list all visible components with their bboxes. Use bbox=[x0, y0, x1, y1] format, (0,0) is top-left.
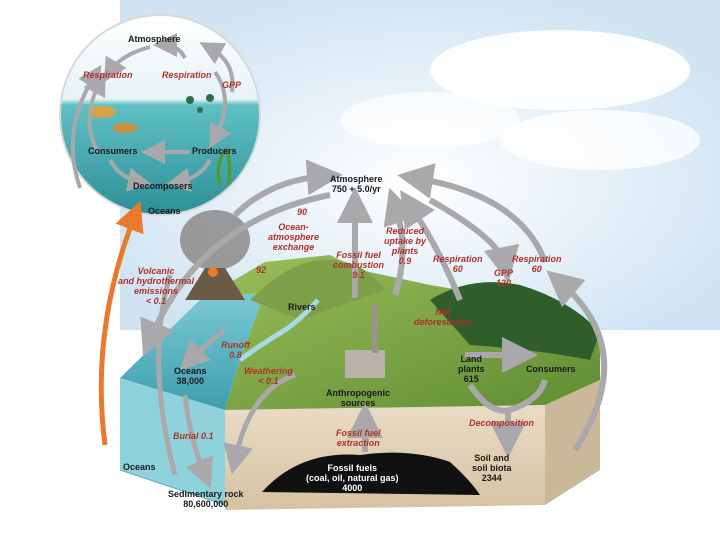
decomposition-label: Decomposition bbox=[469, 418, 534, 428]
reduced-uptake-label: Reduced uptake by plants 0.9 bbox=[384, 226, 426, 266]
anthropogenic-sources-label: Anthropogenic sources bbox=[326, 388, 390, 408]
cloud bbox=[500, 110, 700, 170]
cloud bbox=[340, 92, 520, 148]
inset-consumers-label: Consumers bbox=[88, 146, 138, 156]
burial-label: Burial 0.1 bbox=[173, 431, 214, 441]
oceans-side-label: Oceans bbox=[123, 462, 156, 472]
inset-respiration-label: Respiration bbox=[83, 70, 133, 80]
volcano-lava bbox=[208, 267, 218, 277]
inset-producers-label: Producers bbox=[192, 146, 237, 156]
ocean-release-value: 92 bbox=[256, 265, 266, 275]
ocean-atmosphere-exchange-label: Ocean- atmosphere exchange bbox=[268, 222, 319, 252]
inset-respiration-label: Respiration bbox=[162, 70, 212, 80]
volcano-plume bbox=[180, 210, 250, 270]
fossil-fuel-combustion-label: Fossil fuel combustion 9.1 bbox=[333, 250, 384, 280]
plant-respiration-label: Respiration 60 bbox=[433, 254, 483, 274]
runoff-label: Runoff 0.8 bbox=[221, 340, 250, 360]
consumers-label: Consumers bbox=[526, 364, 576, 374]
plankton bbox=[197, 107, 203, 113]
smokestack bbox=[372, 305, 378, 353]
atmosphere-label: Atmosphere 750 + 5.0/yr bbox=[330, 174, 383, 194]
land-plants-label: Land plants 615 bbox=[458, 354, 485, 384]
plankton bbox=[206, 94, 214, 102]
weathering-label: Weathering < 0.1 bbox=[244, 366, 293, 386]
rivers-label: Rivers bbox=[288, 302, 316, 312]
oceans-store-label: Oceans 38,000 bbox=[174, 366, 207, 386]
volcanic-emissions-label: Volcanic and hydrothermal emissions < 0.… bbox=[118, 266, 194, 306]
ocean-uptake-value: 90 bbox=[297, 207, 307, 217]
inset-oceans-label: Oceans bbox=[148, 206, 181, 216]
sedimentary-rock-label: Sedimentary rock 80,600,000 bbox=[168, 489, 244, 509]
fossil-fuel-extraction-label: Fossil fuel extraction bbox=[336, 428, 381, 448]
soil-biota-label: Soil and soil biota 2344 bbox=[472, 453, 512, 483]
inset-decomposers-label: Decomposers bbox=[133, 181, 193, 191]
factory bbox=[345, 350, 385, 378]
fossil-fuels-label: Fossil fuels (coal, oil, natural gas) 40… bbox=[306, 463, 399, 493]
inset-gpp-label: GPP bbox=[222, 80, 241, 90]
plankton bbox=[186, 96, 194, 104]
fish bbox=[113, 123, 137, 133]
consumer-respiration-label: Respiration 60 bbox=[512, 254, 562, 274]
gpp-label: GPP 120 bbox=[494, 268, 513, 288]
net-deforestation-label: Net deforestation bbox=[414, 307, 471, 327]
inset-atmosphere-label: Atmosphere bbox=[128, 34, 181, 44]
